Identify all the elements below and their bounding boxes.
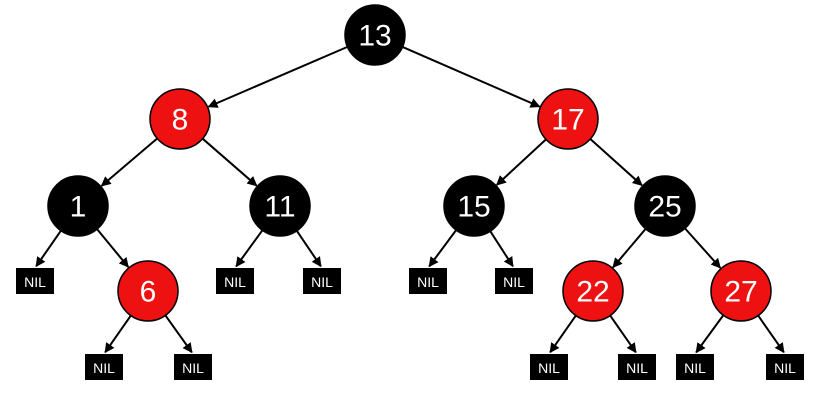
edges <box>35 45 785 354</box>
tree-node-17-red: 17 <box>537 88 599 150</box>
nil-leaf-n15-right: NIL <box>495 268 533 294</box>
edge-n22-right-nil <box>609 315 637 354</box>
nil-box <box>85 354 123 380</box>
node-circle <box>710 260 772 322</box>
node-label: 1 <box>70 191 87 224</box>
edge-n27-left-nil <box>695 314 725 354</box>
nil-leaf-n11-right: NIL <box>303 268 341 294</box>
edge-n11-left-nil <box>235 229 264 268</box>
edge-n27-right-nil <box>757 315 785 354</box>
nil-leaf-n6-right: NIL <box>174 354 212 380</box>
nil-label: NIL <box>224 274 246 290</box>
nil-label: NIL <box>182 360 204 376</box>
nil-label: NIL <box>503 274 525 290</box>
edge-n8-n11 <box>201 137 258 187</box>
edge-n11-right-nil <box>295 230 322 268</box>
nil-label: NIL <box>24 274 46 290</box>
edge-n6-right-nil <box>164 314 193 354</box>
tree-node-6-red: 6 <box>117 260 179 322</box>
tree-node-27-red: 27 <box>710 260 772 322</box>
node-label: 6 <box>140 276 157 309</box>
nil-leaf-n22-right: NIL <box>618 354 656 380</box>
node-circle <box>537 88 599 150</box>
node-circle <box>249 175 311 237</box>
edge-n1-n6 <box>96 228 130 268</box>
nil-box <box>766 354 804 380</box>
nil-box <box>16 268 54 294</box>
nil-box <box>618 354 656 380</box>
nil-box <box>676 354 714 380</box>
edge-n25-n22 <box>612 228 647 269</box>
nil-label: NIL <box>538 360 560 376</box>
nil-leaf-n11-left: NIL <box>216 268 254 294</box>
nil-leaf-n27-right: NIL <box>766 354 804 380</box>
nil-box <box>409 268 447 294</box>
tree-node-8-red: 8 <box>149 88 211 150</box>
node-label: 11 <box>264 191 295 224</box>
nil-box <box>174 354 212 380</box>
nil-label: NIL <box>774 360 796 376</box>
node-circle <box>443 175 505 237</box>
nil-box <box>495 268 533 294</box>
edge-n6-left-nil <box>104 315 132 354</box>
nil-label: NIL <box>684 360 706 376</box>
node-label: 27 <box>724 276 757 309</box>
edge-n15-right-nil <box>489 230 514 268</box>
nil-leaf-n22-left: NIL <box>530 354 568 380</box>
edge-n13-n8 <box>207 45 348 108</box>
tree-node-13-black: 13 <box>344 4 406 66</box>
nil-box <box>303 268 341 294</box>
edge-n17-n15 <box>496 138 547 186</box>
node-circle <box>344 4 406 66</box>
edge-n25-n27 <box>684 227 722 269</box>
node-circle <box>47 175 109 237</box>
node-label: 8 <box>172 104 189 137</box>
node-circle <box>149 88 211 150</box>
nil-leaf-n27-left: NIL <box>676 354 714 380</box>
node-circle <box>562 260 624 322</box>
node-label: 25 <box>648 191 681 224</box>
nil-box <box>530 354 568 380</box>
edge-n22-left-nil <box>549 315 577 354</box>
tree-node-11-black: 11 <box>249 175 311 237</box>
tree-node-22-red: 22 <box>562 260 624 322</box>
nil-leaf-n6-left: NIL <box>85 354 123 380</box>
nil-label: NIL <box>626 360 648 376</box>
edge-n8-n1 <box>100 137 158 187</box>
node-label: 15 <box>457 191 490 224</box>
edge-n17-n25 <box>589 138 643 187</box>
node-label: 22 <box>576 276 609 309</box>
edge-n13-n17 <box>402 46 541 108</box>
edge-n1-left-nil <box>35 230 62 268</box>
edge-n15-left-nil <box>428 229 457 268</box>
nil-leaf-n15-left: NIL <box>409 268 447 294</box>
nil-leaf-n1-left: NIL <box>16 268 54 294</box>
node-circle <box>117 260 179 322</box>
nil-label: NIL <box>417 274 439 290</box>
tree-node-15-black: 15 <box>443 175 505 237</box>
nil-label: NIL <box>93 360 115 376</box>
node-label: 17 <box>551 104 584 137</box>
nil-box <box>216 268 254 294</box>
tree-node-25-black: 25 <box>634 175 696 237</box>
tree-node-1-black: 1 <box>47 175 109 237</box>
node-label: 13 <box>358 20 391 53</box>
node-circle <box>634 175 696 237</box>
nil-label: NIL <box>311 274 333 290</box>
